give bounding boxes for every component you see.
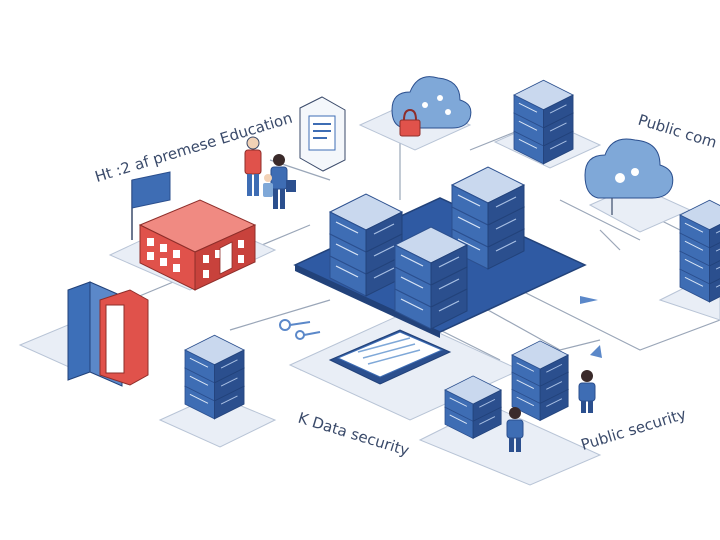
- book-icon: [67, 281, 149, 387]
- server-rack-icon-bottom-b: [511, 340, 569, 421]
- data-document-tablet: [328, 329, 452, 385]
- central-server-stack-left: [329, 193, 403, 297]
- flag-icon: [131, 171, 171, 240]
- server-rack-icon-left: [184, 334, 245, 420]
- arrow-icons: [580, 296, 602, 358]
- central-server-stack-front: [394, 226, 468, 330]
- server-rack-icon-right: [679, 199, 720, 303]
- cloud-icon: [584, 138, 674, 215]
- people-icon: [244, 136, 296, 209]
- platform-edge: [295, 265, 440, 338]
- document-icon: [299, 96, 346, 172]
- person-icon: [506, 370, 596, 452]
- cloud-lock-icon: [391, 76, 472, 137]
- server-rack-icon-top: [513, 79, 574, 165]
- school-icon: [138, 199, 257, 291]
- key-icon: [279, 319, 321, 340]
